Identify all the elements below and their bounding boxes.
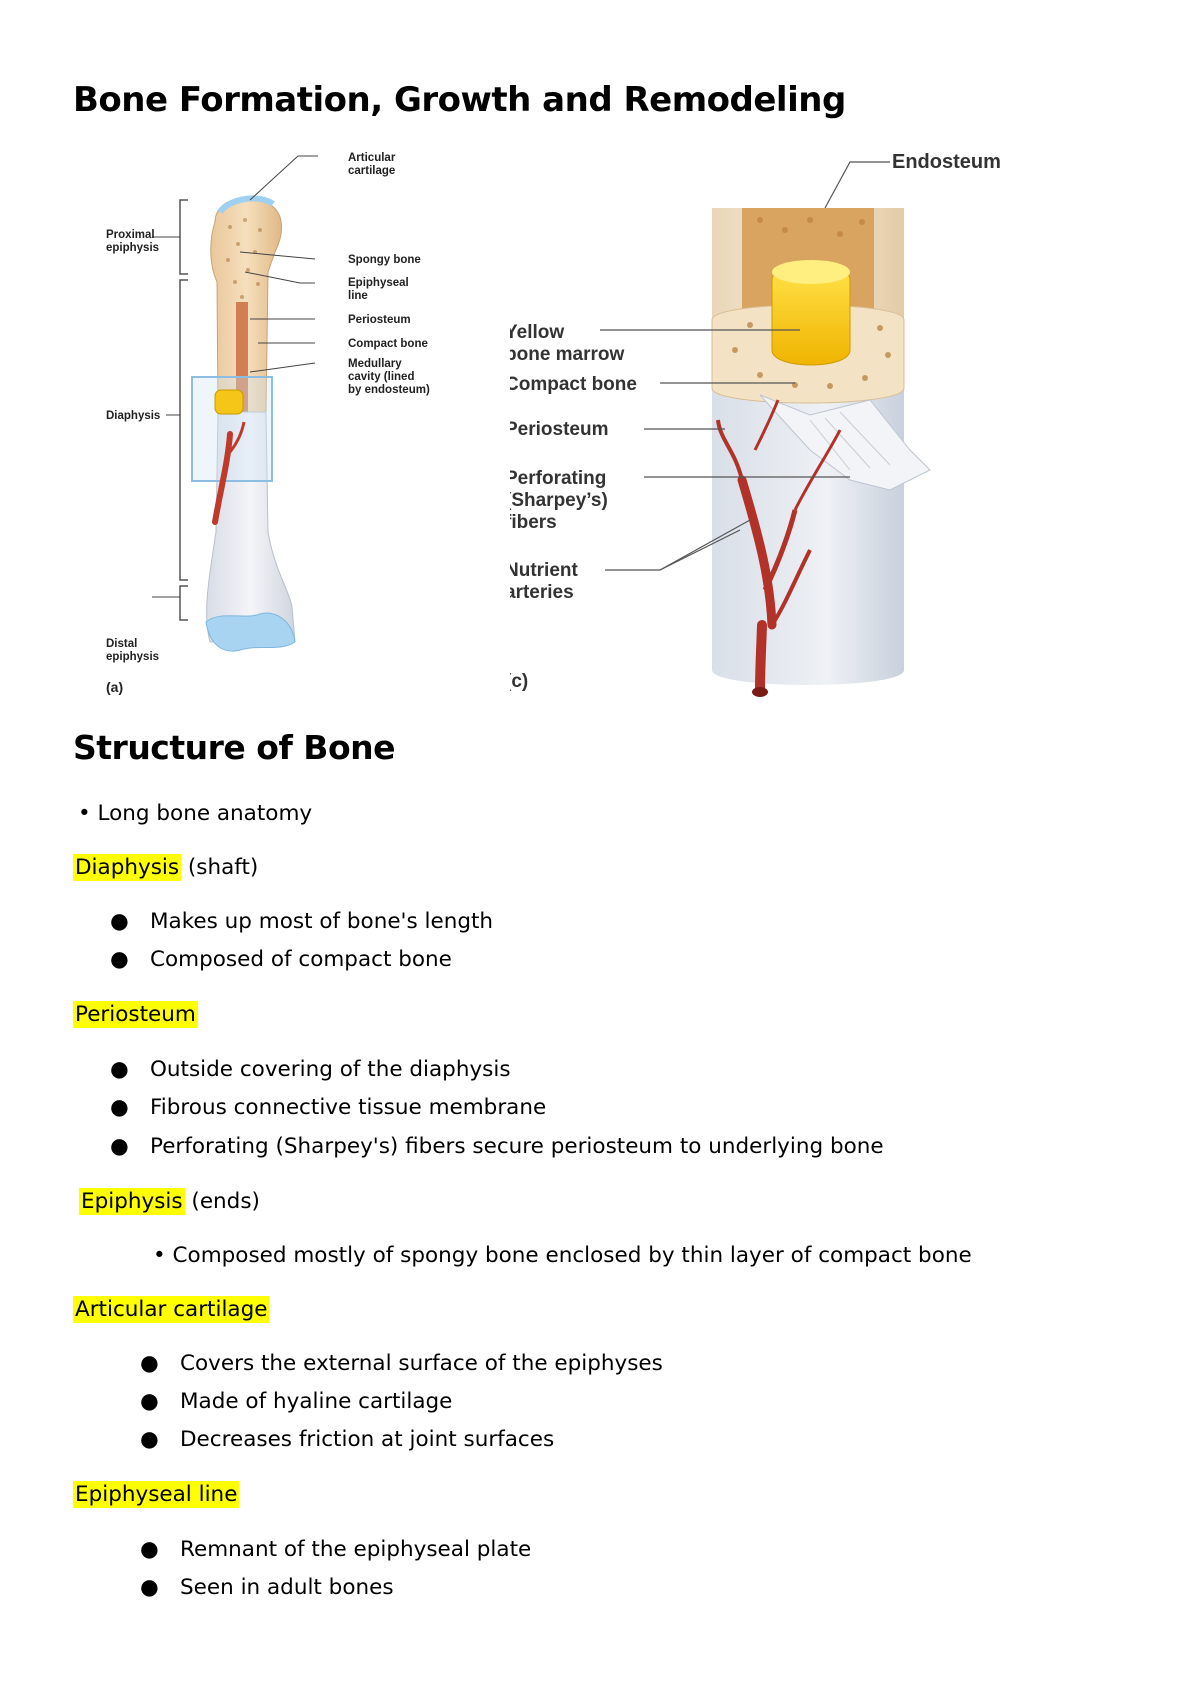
label-perforating-fibers: Perforating(Sharpey’s)fibers — [510, 468, 608, 533]
term-diaphysis: Diaphysis (shaft) — [73, 854, 258, 882]
list-item: ●Makes up most of bone's length — [110, 909, 494, 934]
term-epiphysis: Epiphysis (ends) — [79, 1188, 260, 1216]
label-diaphysis: Diaphysis — [106, 410, 160, 422]
list-item: ●Covers the external surface of the epip… — [140, 1351, 663, 1376]
page-title: Bone Formation, Growth and Remodeling — [73, 80, 846, 120]
label-compact-bone-c: Compact bone — [510, 374, 637, 395]
section-title: Structure of Bone — [73, 728, 396, 767]
term-periosteum: Periosteum — [73, 1001, 198, 1029]
intro-text: Long bone anatomy — [97, 801, 313, 826]
term-epiphyseal-line: Epiphyseal line — [73, 1481, 240, 1509]
list-item: • Composed mostly of spongy bone enclose… — [153, 1243, 972, 1268]
term-diaphysis-rest: (shaft) — [181, 855, 259, 880]
list-item: ●Seen in adult bones — [140, 1575, 394, 1600]
list-item: ●Perforating (Sharpey's) fibers secure p… — [110, 1134, 884, 1159]
label-endosteum: Endosteum — [892, 151, 1001, 173]
list-item: ●Decreases friction at joint surfaces — [140, 1427, 555, 1452]
list-item: ●Composed of compact bone — [110, 947, 452, 972]
intro-line: • Long bone anatomy — [78, 800, 312, 828]
panel-label-c: (c) — [510, 671, 528, 692]
list-item: ●Remnant of the epiphyseal plate — [140, 1537, 532, 1562]
list-item: ●Outside covering of the diaphysis — [110, 1057, 511, 1082]
list-item: ●Fibrous connective tissue membrane — [110, 1095, 547, 1120]
highlight-epiphysis: Epiphysis — [79, 1188, 185, 1215]
intro-bullet: • — [78, 801, 91, 826]
label-periosteum: Periosteum — [348, 314, 411, 326]
highlight-articular-cartilage: Articular cartilage — [73, 1296, 270, 1323]
highlight-periosteum: Periosteum — [73, 1001, 198, 1028]
label-spongy-bone: Spongy bone — [348, 254, 421, 266]
label-compact-bone: Compact bone — [348, 338, 428, 350]
label-periosteum-c: Periosteum — [510, 419, 608, 440]
list-item: ●Made of hyaline cartilage — [140, 1389, 453, 1414]
term-articular-cartilage: Articular cartilage — [73, 1296, 270, 1324]
highlight-diaphysis: Diaphysis — [73, 854, 182, 881]
highlight-epiphyseal-line: Epiphyseal line — [73, 1481, 240, 1508]
panel-label-a: (a) — [106, 679, 123, 695]
term-epiphysis-rest: (ends) — [184, 1189, 260, 1214]
